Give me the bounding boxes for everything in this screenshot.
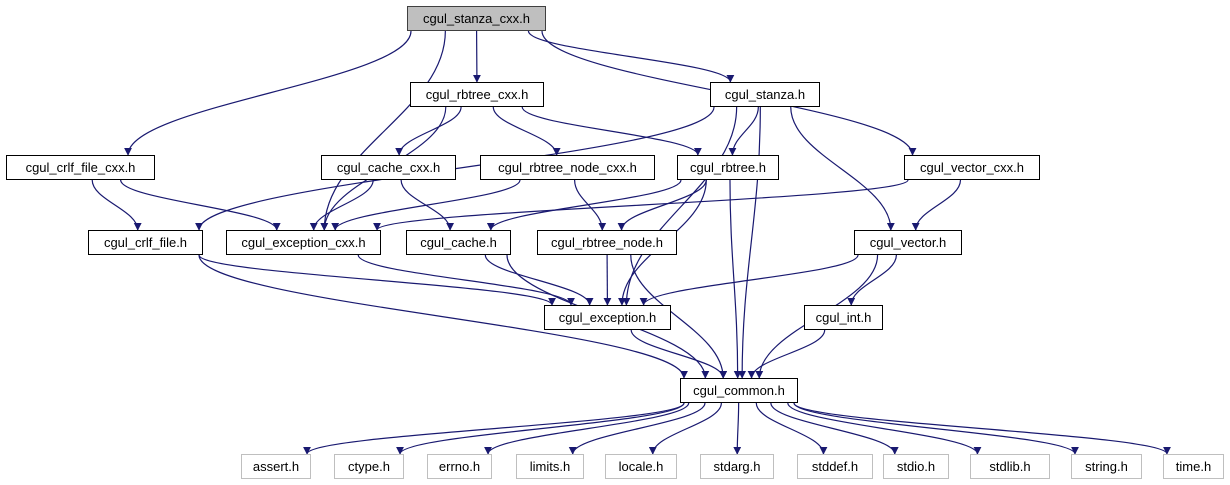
node-stanza-cxx: cgul_stanza_cxx.h bbox=[407, 6, 546, 31]
edge-rbtree-to-common bbox=[729, 179, 742, 379]
edge-common-to-errno bbox=[484, 402, 690, 455]
edge-stanza-cxx-to-exception-cxx bbox=[320, 30, 446, 231]
edge-crlf-file-to-common bbox=[198, 254, 688, 379]
node-cache-cxx[interactable]: cgul_cache_cxx.h bbox=[321, 155, 456, 180]
edge-cache-cxx-to-exception-cxx bbox=[309, 179, 374, 231]
node-crlf-file[interactable]: cgul_crlf_file.h bbox=[88, 230, 203, 255]
node-exception-cxx[interactable]: cgul_exception_cxx.h bbox=[226, 230, 381, 255]
edge-vector-cxx-to-vector bbox=[911, 179, 962, 231]
edge-common-to-stddef bbox=[755, 402, 828, 455]
edge-rbtree-node-to-common bbox=[630, 254, 728, 379]
edge-stanza-to-rbtree bbox=[728, 106, 759, 156]
edge-common-to-string bbox=[793, 402, 1079, 455]
edge-stanza-to-common bbox=[738, 106, 761, 379]
edge-stanza-cxx-to-stanza bbox=[527, 30, 735, 83]
edge-common-to-ctype bbox=[396, 402, 685, 455]
node-crlf-file-cxx[interactable]: cgul_crlf_file_cxx.h bbox=[6, 155, 155, 180]
edge-common-to-assert bbox=[303, 402, 685, 455]
node-cache[interactable]: cgul_cache.h bbox=[406, 230, 511, 255]
node-assert: assert.h bbox=[241, 454, 311, 479]
edge-common-to-stdlib bbox=[787, 402, 982, 455]
node-string: string.h bbox=[1071, 454, 1142, 479]
edge-exception-cxx-to-exception bbox=[357, 254, 575, 306]
node-int[interactable]: cgul_int.h bbox=[804, 305, 883, 330]
node-vector[interactable]: cgul_vector.h bbox=[854, 230, 962, 255]
edge-crlf-file-cxx-to-crlf-file bbox=[91, 179, 142, 231]
edge-vector-to-exception bbox=[639, 254, 859, 306]
edge-crlf-file-to-exception bbox=[198, 254, 556, 306]
edge-common-to-stdarg bbox=[733, 402, 742, 455]
node-limits: limits.h bbox=[516, 454, 584, 479]
node-rbtree-cxx[interactable]: cgul_rbtree_cxx.h bbox=[410, 82, 544, 107]
node-stdlib: stdlib.h bbox=[970, 454, 1050, 479]
edge-common-to-locale bbox=[648, 402, 722, 455]
node-exception[interactable]: cgul_exception.h bbox=[544, 305, 671, 330]
edge-rbtree-cxx-to-rbtree bbox=[521, 106, 702, 156]
node-rbtree[interactable]: cgul_rbtree.h bbox=[677, 155, 779, 180]
edge-stanza-cxx-to-crlf-file-cxx bbox=[124, 30, 412, 156]
edge-exception-to-common bbox=[630, 329, 728, 379]
edge-rbtree-cxx-to-cache-cxx bbox=[395, 106, 462, 156]
edge-rbtree-to-cache bbox=[486, 179, 682, 231]
node-stdio: stdio.h bbox=[883, 454, 949, 479]
edge-rbtree-node-cxx-to-exception-cxx bbox=[331, 179, 521, 231]
node-rbtree-node[interactable]: cgul_rbtree_node.h bbox=[537, 230, 677, 255]
node-rbtree-node-cxx[interactable]: cgul_rbtree_node_cxx.h bbox=[480, 155, 655, 180]
edge-vector-cxx-to-exception-cxx bbox=[373, 179, 909, 231]
edge-layer bbox=[91, 30, 1171, 455]
node-ctype: ctype.h bbox=[334, 454, 404, 479]
node-time: time.h bbox=[1163, 454, 1224, 479]
edge-rbtree-to-rbtree-node bbox=[617, 179, 707, 231]
node-stanza[interactable]: cgul_stanza.h bbox=[710, 82, 820, 107]
edge-int-to-common bbox=[747, 329, 826, 379]
edge-vector-to-int bbox=[847, 254, 897, 306]
edge-rbtree-cxx-to-rbtree-node-cxx bbox=[492, 106, 561, 156]
edge-cache-to-exception bbox=[484, 254, 594, 306]
edge-stanza-to-vector bbox=[790, 106, 895, 231]
edge-crlf-file-cxx-to-exception-cxx bbox=[120, 179, 281, 231]
node-stddef: stddef.h bbox=[797, 454, 873, 479]
node-common[interactable]: cgul_common.h bbox=[680, 378, 798, 403]
edge-common-to-stdio bbox=[770, 402, 899, 455]
node-vector-cxx[interactable]: cgul_vector_cxx.h bbox=[904, 155, 1040, 180]
edge-common-to-time bbox=[793, 402, 1171, 455]
node-stdarg: stdarg.h bbox=[700, 454, 774, 479]
edge-common-to-limits bbox=[568, 402, 706, 455]
node-errno: errno.h bbox=[427, 454, 492, 479]
node-locale: locale.h bbox=[605, 454, 677, 479]
